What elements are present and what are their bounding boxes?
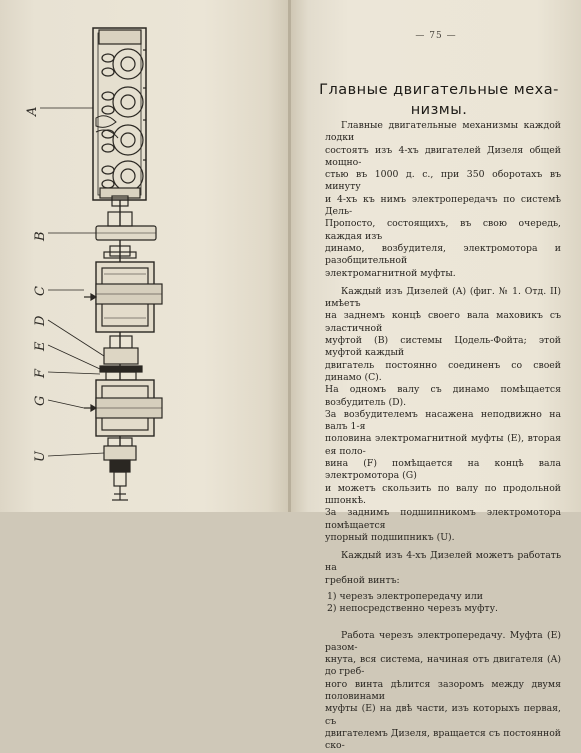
text-line: динамо, возбудителя, электромотора и раз…	[325, 242, 561, 267]
heading-line-1: Главные двигательные меха-	[319, 82, 559, 98]
body-text: Главные двигательные механизмы каждой ло…	[325, 120, 561, 753]
left-page: A B C D E F G U	[0, 0, 291, 512]
section-heading: Главные двигательные меха- низмы.	[309, 80, 569, 120]
text-line: кнута, вся система, начиная отъ двигател…	[325, 654, 561, 678]
text-line: муфтой (B) системы Цодель-Фойта; этой му…	[325, 335, 561, 359]
text-line: стью въ 1000 д. с., при 350 оборотахъ въ…	[325, 169, 561, 193]
label-c: C	[33, 286, 48, 296]
paragraph-1: Главные двигательные механизмы каждой ло…	[325, 120, 561, 280]
text-line: и можетъ скользить по валу по продольной…	[325, 482, 561, 506]
engine-shaft-diagram: A B C D E F G U	[25, 27, 163, 501]
paragraph-3: Каждый изъ 4-хъ Дизелей можетъ работать …	[325, 550, 561, 587]
paragraph-5: Работа черезъ электропередачу. Муфта (E)…	[325, 630, 561, 753]
text-line: ного винта дѣлится зазоромъ между двумя …	[325, 678, 561, 703]
text-line: Главные двигательные механизмы каждой ло…	[325, 120, 561, 144]
text-line: двигатель постоянно соединенъ со своей д…	[325, 359, 561, 383]
label-d: D	[33, 315, 48, 327]
text-line: гребной винтъ:	[325, 574, 400, 586]
text-line: и 4-хъ къ нимъ электропередачъ по систем…	[325, 193, 561, 218]
text-line: Пропосто, состоящихъ, въ свою очередь, к…	[325, 218, 561, 242]
text-line: На одномъ валу съ динамо помѣщается возб…	[325, 384, 561, 408]
book-gutter	[288, 0, 293, 512]
numbered-list: 1) черезъ электропередачу или 2) непосре…	[325, 591, 561, 616]
text-line: вина (F) помѣщается на концѣ вала электр…	[325, 458, 561, 482]
text-line: состоятъ изъ 4-хъ двигателей Дизеля обще…	[325, 144, 561, 168]
text-line: на заднемъ концѣ своего вала маховикъ съ…	[325, 310, 561, 334]
text-line: За возбудителемъ насажена неподвижно на …	[325, 408, 561, 433]
page-number: — 75 —	[415, 31, 457, 41]
text-line: муфты (E) на двѣ части, изъ которыхъ пер…	[325, 703, 561, 727]
label-a: A	[25, 107, 40, 117]
text-line: Каждый изъ 4-хъ Дизелей можетъ работать …	[325, 550, 561, 574]
text-line: Работа черезъ электропередачу. Муфта (E)…	[325, 629, 561, 653]
right-page: — 75 — Главные двигательные меха- низмы.…	[291, 0, 581, 751]
list-item: 1) черезъ электропередачу или	[327, 590, 483, 602]
label-b: B	[33, 231, 48, 242]
text-line: двигателемъ Дизеля, вращается съ постоян…	[325, 727, 561, 752]
text-line: упорный подшипникъ (U).	[325, 531, 455, 543]
text-line: электромагнитной муфты.	[325, 267, 456, 279]
paragraph-2: Каждый изъ Дизелей (A) (фиг. № 1. Отд. I…	[325, 286, 561, 544]
text-line: За заднимъ подшипникомъ электромотора по…	[325, 507, 561, 531]
heading-line-2: низмы.	[410, 102, 468, 118]
text-line: Каждый изъ Дизелей (A) (фиг. № 1. Отд. I…	[325, 285, 561, 310]
list-item: 2) непосредственно черезъ муфту.	[327, 603, 498, 615]
label-g: G	[33, 396, 48, 406]
label-u: U	[33, 450, 48, 462]
label-f: F	[33, 368, 48, 379]
text-line: половина электромагнитной муфты (E), вто…	[325, 433, 561, 457]
label-e: E	[33, 341, 48, 352]
